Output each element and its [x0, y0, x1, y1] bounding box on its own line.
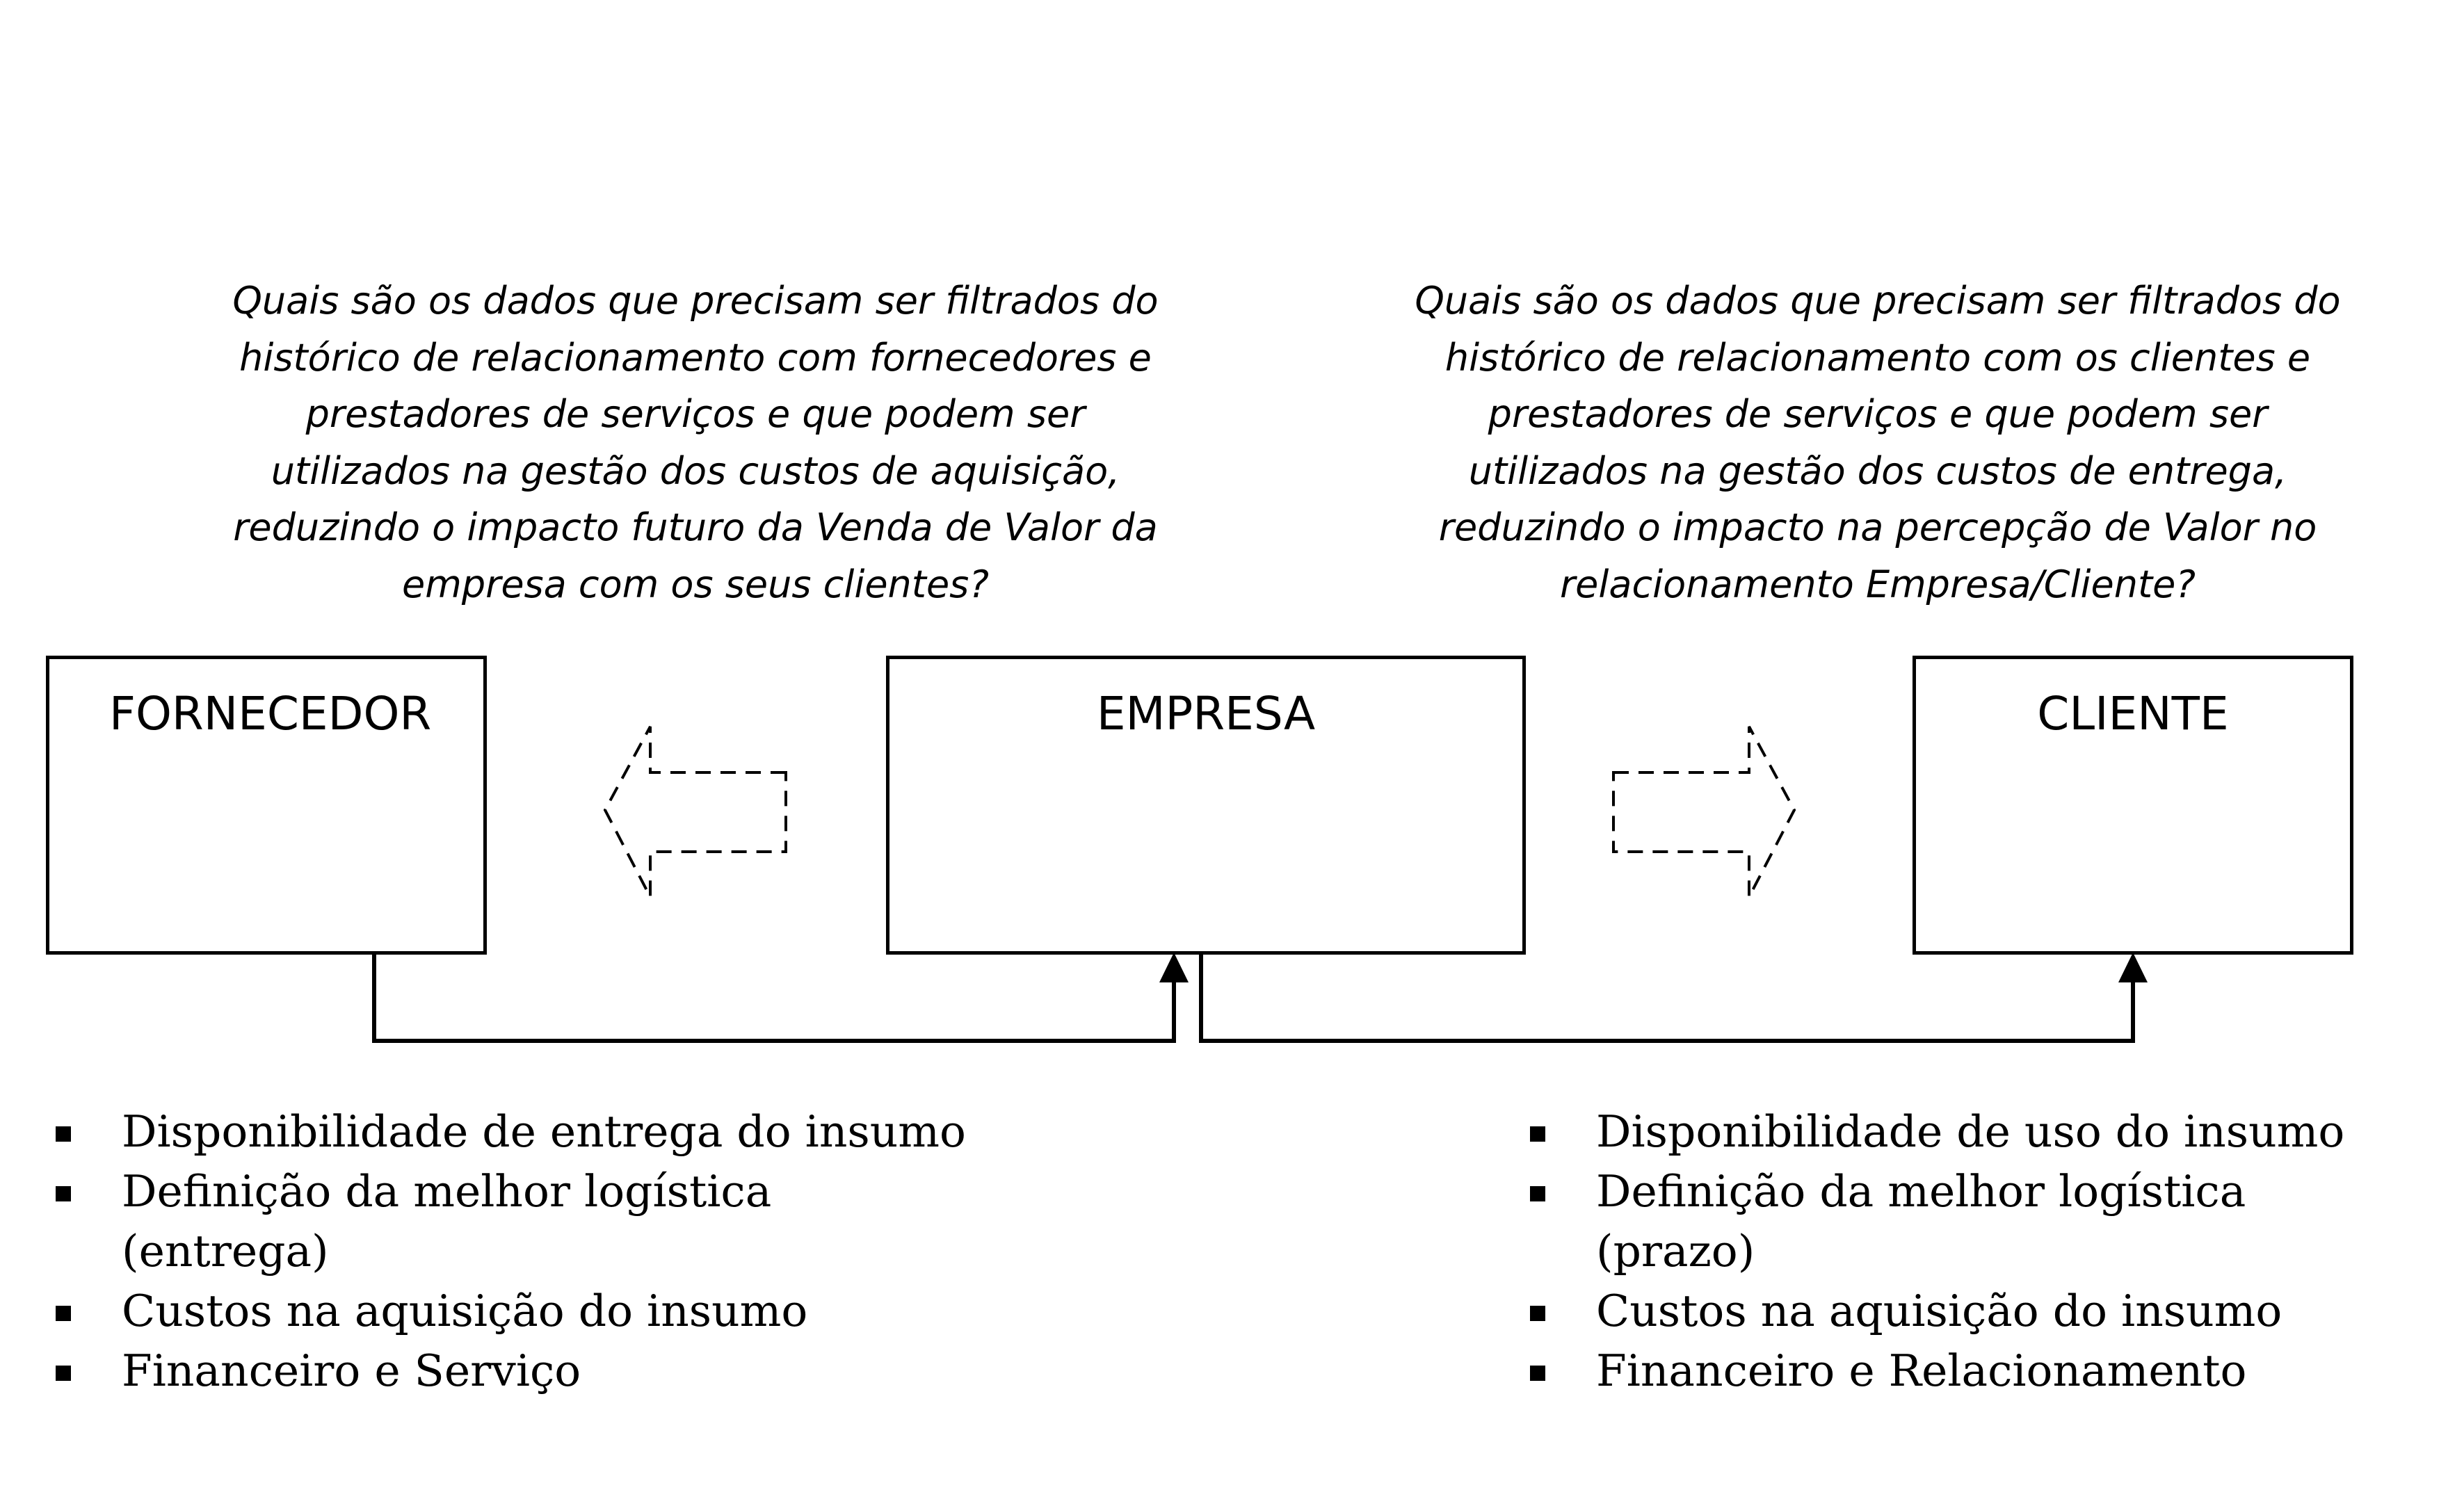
question-line: Quais são os dados que precisam ser filt…: [1415, 279, 2341, 323]
question-line: histórico de relacionamento com forneced…: [239, 335, 1152, 380]
box-empresa: EMPRESA: [886, 656, 1526, 955]
connector-empresa-cliente: [1199, 955, 2135, 1043]
arrowhead-cliente: [2118, 953, 2148, 982]
list-item: Financeiro e Serviço: [49, 1341, 1092, 1394]
list-cliente-data: Disponibilidade de uso do insumo Definiç…: [1523, 1102, 2455, 1401]
question-line: reduzindo o impacto futuro da Venda de V…: [233, 505, 1158, 549]
list-item: Custos na aquisição do insumo: [1523, 1281, 2455, 1341]
box-label-empresa: EMPRESA: [1096, 687, 1316, 740]
question-fornecedor: Quais são os dados que precisam ser filt…: [209, 273, 1182, 613]
arrowhead-empresa: [1159, 953, 1189, 982]
question-line: utilizados na gestão dos custos de aquis…: [271, 448, 1120, 493]
question-line: relacionamento Empresa/Cliente?: [1559, 562, 2196, 606]
dashed-arrow-left: [603, 726, 787, 898]
list-item-continuation: (prazo): [1596, 1226, 1755, 1277]
list-item: Definição da melhor logística: [1523, 1162, 2455, 1222]
box-label-fornecedor: FORNECEDOR: [109, 687, 432, 740]
question-line: histórico de relacionamento com os clien…: [1444, 335, 2311, 380]
question-line: empresa com os seus clientes?: [402, 562, 989, 606]
question-line: utilizados na gestão dos custos de entre…: [1468, 448, 2287, 493]
question-line: prestadores de serviços e que podem ser: [305, 392, 1086, 436]
list-item: Definição da melhor logística: [49, 1162, 1092, 1222]
question-line: reduzindo o impacto na percepção de Valo…: [1438, 505, 2317, 549]
dashed-arrow-right: [1612, 726, 1796, 898]
question-cliente: Quais são os dados que precisam ser filt…: [1391, 273, 2365, 613]
list-item: Disponibilidade de uso do insumo: [1523, 1102, 2455, 1162]
box-cliente: CLIENTE: [1913, 656, 2353, 955]
box-fornecedor: FORNECEDOR: [46, 656, 487, 955]
box-label-cliente: CLIENTE: [2037, 687, 2229, 740]
connector-fornecedor-empresa: [372, 955, 1176, 1043]
list-item: Custos na aquisição do insumo: [49, 1281, 1092, 1341]
list-item: Financeiro e Relacionamento: [1523, 1341, 2455, 1401]
list-item: Disponibilidade de entrega do insumo: [49, 1102, 1092, 1162]
list-item-continuation: (entrega): [122, 1226, 329, 1277]
list-fornecedor-data: Disponibilidade de entrega do insumo Def…: [49, 1102, 1092, 1394]
question-line: Quais são os dados que precisam ser filt…: [232, 279, 1159, 323]
question-line: prestadores de serviços e que podem ser: [1488, 392, 2268, 436]
